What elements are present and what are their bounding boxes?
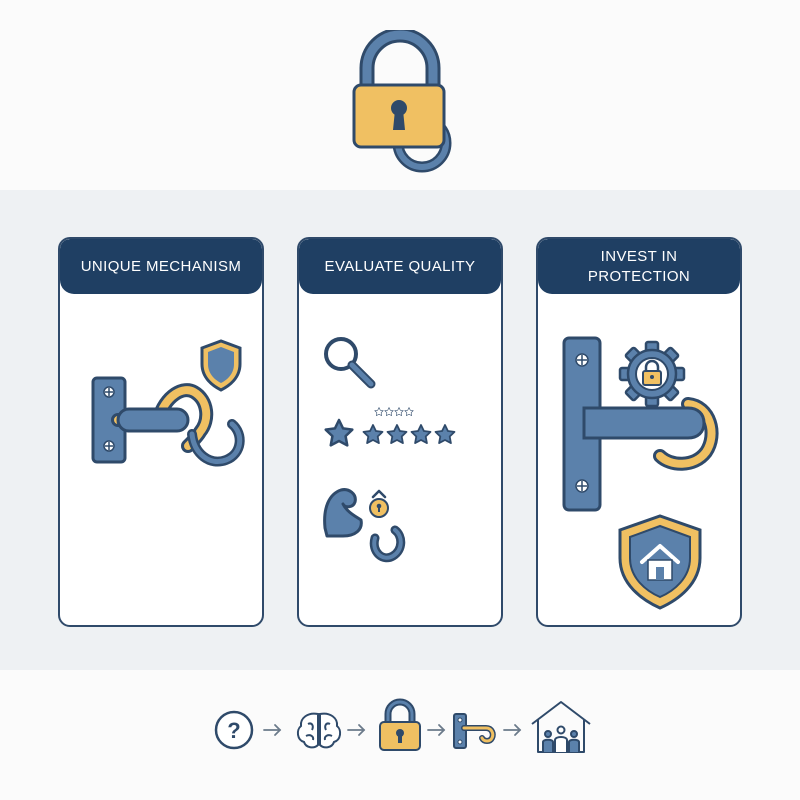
hook-bracket-icon	[562, 336, 719, 512]
question-icon: ?	[214, 710, 254, 750]
gear-lock-icon	[618, 340, 686, 408]
card-illustration	[323, 337, 456, 563]
wall-hook-icon	[91, 376, 245, 467]
question-mark: ?	[227, 718, 240, 743]
hero-padlock-icon	[352, 30, 452, 173]
shield-icon	[200, 339, 242, 392]
magnifier-icon	[324, 337, 376, 389]
star-rating-icon	[324, 407, 456, 447]
card-illustration	[91, 339, 245, 467]
card-evaluate-quality: EVALUATE QUALITY	[297, 237, 503, 627]
card-title: UNIQUE MECHANISM	[60, 239, 262, 294]
home-shield-icon	[618, 514, 702, 610]
brain-icon	[296, 712, 342, 749]
card-invest-in-protection: INVEST IN PROTECTION	[536, 237, 742, 627]
lock-hook-icon	[369, 489, 406, 563]
family-home-icon	[531, 701, 591, 753]
card-title: EVALUATE QUALITY	[299, 239, 501, 294]
arrow-icon	[503, 724, 522, 736]
card-unique-mechanism: UNIQUE MECHANISM	[58, 237, 264, 627]
arrow-icon	[263, 724, 282, 736]
padlock-icon	[379, 698, 421, 751]
arrow-icon	[427, 724, 446, 736]
process-flow: ?	[214, 698, 591, 753]
card-title: INVEST IN PROTECTION	[538, 239, 740, 294]
hook-icon	[453, 713, 496, 749]
arrow-icon	[347, 724, 366, 736]
card-illustration	[562, 336, 719, 610]
strong-arm-icon	[323, 488, 363, 538]
